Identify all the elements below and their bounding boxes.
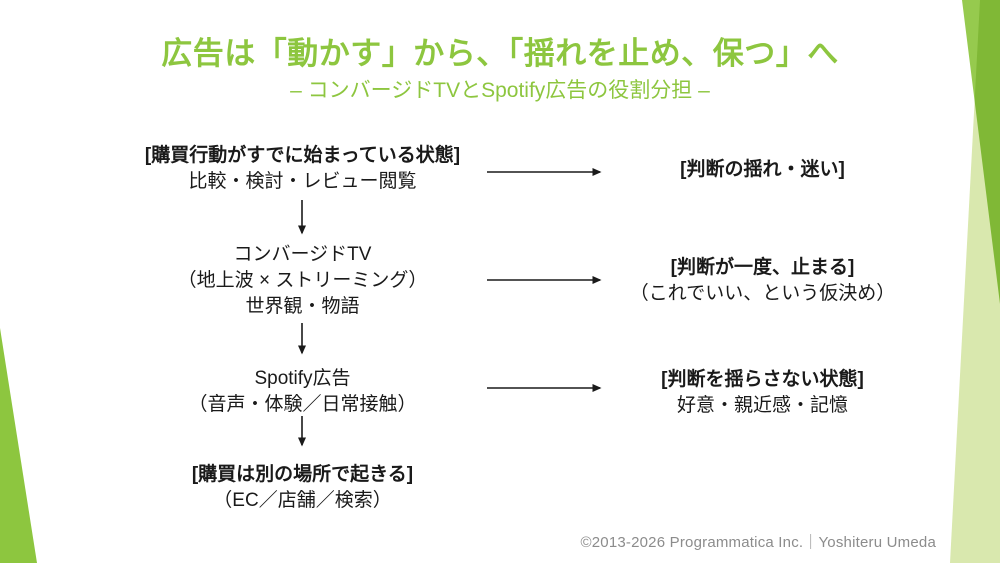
- node-title: [購買行動がすでに始まっている状態]: [144, 145, 461, 166]
- node-line: （音声・体験／日常接触）: [188, 394, 417, 415]
- flow-node-converged-tv: コンバージドTV （地上波 × ストリーミング） 世界観・物語: [110, 242, 495, 320]
- node-title: [判断を揺らさない状態]: [661, 369, 864, 390]
- node-line: Spotify広告: [254, 368, 351, 389]
- slide-title: 広告は「動かす」から、「揺れを止め、保つ」へ: [161, 36, 839, 71]
- flow-node-spotify-ads: Spotify広告 （音声・体験／日常接触）: [110, 366, 495, 418]
- slide-subtitle: – コンバージドTVとSpotify広告の役割分担 –: [290, 79, 710, 102]
- node-line: コンバージドTV: [233, 244, 372, 265]
- node-line: 世界観・物語: [245, 296, 360, 317]
- flow-node-judgement-steady: [判断を揺らさない状態] 好意・親近感・記憶: [580, 367, 945, 419]
- node-title: [判断が一度、止まる]: [670, 257, 855, 278]
- flow-node-judgement-stops: [判断が一度、止まる] （これでいい、という仮決め）: [580, 255, 945, 307]
- flow-node-purchase-state: [購買行動がすでに始まっている状態] 比較・検討・レビュー閲覧: [110, 143, 495, 195]
- node-line: （EC／店舗／検索）: [213, 490, 392, 511]
- flow-node-purchase-elsewhere: [購買は別の場所で起きる] （EC／店舗／検索）: [110, 462, 495, 514]
- footer-credit: ©2013-2026 Programmatica Inc.｜Yoshiteru …: [580, 534, 936, 551]
- node-title: [判断の揺れ・迷い]: [680, 159, 845, 180]
- node-line: 好意・親近感・記憶: [676, 395, 848, 416]
- corner-decoration-bottom-left: [0, 328, 37, 563]
- node-title: [購買は別の場所で起きる]: [191, 464, 414, 485]
- flow-node-judgement-wavering: [判断の揺れ・迷い]: [580, 157, 945, 183]
- node-line: 比較・検討・レビュー閲覧: [188, 171, 417, 192]
- node-line: （これでいい、という仮決め）: [629, 283, 896, 304]
- node-line: （地上波 × ストリーミング）: [177, 270, 428, 291]
